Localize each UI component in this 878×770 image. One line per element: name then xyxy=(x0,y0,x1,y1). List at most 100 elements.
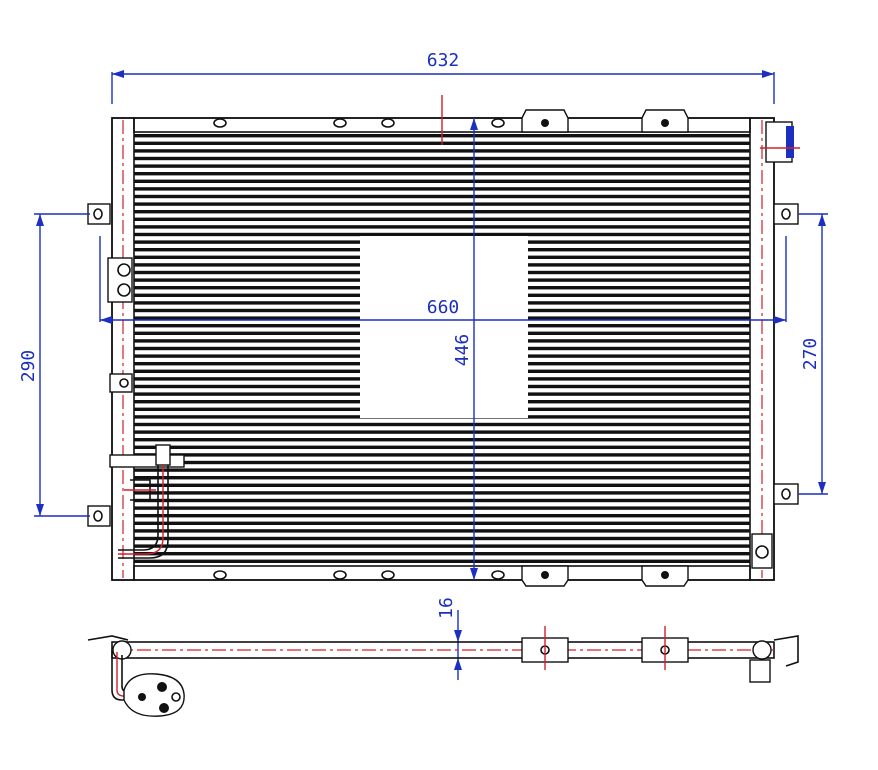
tube xyxy=(134,422,750,427)
slot xyxy=(491,570,505,580)
flange-bolt xyxy=(138,693,146,701)
dim-label-270: 270 xyxy=(800,338,821,371)
tube xyxy=(134,156,750,161)
tab xyxy=(109,373,133,393)
clamp-hole xyxy=(117,283,131,297)
bracket-hole xyxy=(661,119,669,127)
side-left-lip xyxy=(87,635,129,641)
tube xyxy=(134,225,750,229)
arrowhead xyxy=(470,118,478,130)
pipe-connector xyxy=(109,454,185,468)
tab-hole xyxy=(781,488,791,500)
tube xyxy=(134,559,750,563)
bracket-hole xyxy=(541,119,549,127)
dim-label-16: 16 xyxy=(436,597,457,619)
tube xyxy=(134,202,750,206)
arrowhead xyxy=(818,482,826,494)
tab xyxy=(87,203,111,225)
side-view xyxy=(87,626,799,717)
tube xyxy=(134,187,750,191)
right-tabs xyxy=(751,121,800,569)
tab-hole xyxy=(119,378,129,388)
dim-label-632: 632 xyxy=(427,50,460,71)
dim-label-446: 446 xyxy=(452,334,473,367)
tube xyxy=(134,483,750,487)
slot xyxy=(213,118,227,128)
slot xyxy=(381,570,395,580)
dim-label-290: 290 xyxy=(18,350,39,383)
fitting-hole xyxy=(755,545,769,559)
tube xyxy=(134,164,750,168)
tube xyxy=(134,438,750,442)
arrowhead xyxy=(470,568,478,580)
tab-hole xyxy=(93,208,103,220)
pipe-assembly xyxy=(109,444,185,559)
tab xyxy=(773,483,799,505)
slot xyxy=(333,118,347,128)
pipe-centerline xyxy=(118,465,164,555)
arrowhead xyxy=(36,214,44,226)
tube xyxy=(134,536,750,541)
arrowhead xyxy=(774,316,786,324)
bottom-brackets xyxy=(521,565,689,587)
tube xyxy=(134,232,750,237)
slot xyxy=(333,570,347,580)
side-flange xyxy=(123,673,185,717)
dimensions: 632 660 446 290 270 16 xyxy=(18,50,828,680)
top-brackets xyxy=(521,109,689,133)
slot xyxy=(381,118,395,128)
side-pipe xyxy=(111,650,134,701)
tab xyxy=(773,203,799,225)
tube xyxy=(134,430,750,434)
side-right-lip xyxy=(773,635,799,667)
tube xyxy=(134,491,750,495)
tube xyxy=(134,521,750,525)
fitting-cap xyxy=(786,126,794,158)
center-window xyxy=(360,236,528,418)
tube xyxy=(134,529,750,533)
tube xyxy=(134,460,750,465)
arrowhead xyxy=(762,70,774,78)
pipe-outer-2 xyxy=(118,465,169,559)
arrowhead xyxy=(454,630,462,642)
tube xyxy=(134,552,750,556)
arrowhead xyxy=(112,70,124,78)
bracket-hole xyxy=(661,571,669,579)
tab-hole xyxy=(781,208,791,220)
tube xyxy=(134,149,750,153)
tube xyxy=(134,514,750,518)
flange-port xyxy=(171,692,181,702)
tube xyxy=(134,506,750,510)
arrowhead xyxy=(454,658,462,670)
tab xyxy=(87,505,111,527)
tube xyxy=(134,453,750,457)
tube xyxy=(134,179,750,183)
top-slots xyxy=(213,118,505,128)
left-tabs xyxy=(87,203,133,527)
flange-bolt xyxy=(157,682,167,692)
tube xyxy=(134,468,750,472)
tube xyxy=(134,172,750,176)
tube xyxy=(134,445,750,449)
slot xyxy=(213,570,227,580)
pipe-outer xyxy=(118,465,159,551)
front-view xyxy=(87,95,800,587)
side-right-tank xyxy=(752,640,772,660)
arrowhead xyxy=(100,316,112,324)
flange-bolt xyxy=(159,703,169,713)
pipe-flange xyxy=(155,444,171,466)
clamp-hole xyxy=(117,263,131,277)
tube xyxy=(134,544,750,548)
bracket-hole xyxy=(541,571,549,579)
bottom-slots xyxy=(213,570,505,580)
arrowhead xyxy=(36,504,44,516)
bottom-right-fitting xyxy=(751,533,773,569)
tube xyxy=(134,217,750,221)
arrowhead xyxy=(818,214,826,226)
tab-hole xyxy=(93,510,103,522)
tube xyxy=(134,476,750,480)
tube xyxy=(134,210,750,214)
tube xyxy=(134,194,750,199)
dim-label-660: 660 xyxy=(427,297,460,318)
